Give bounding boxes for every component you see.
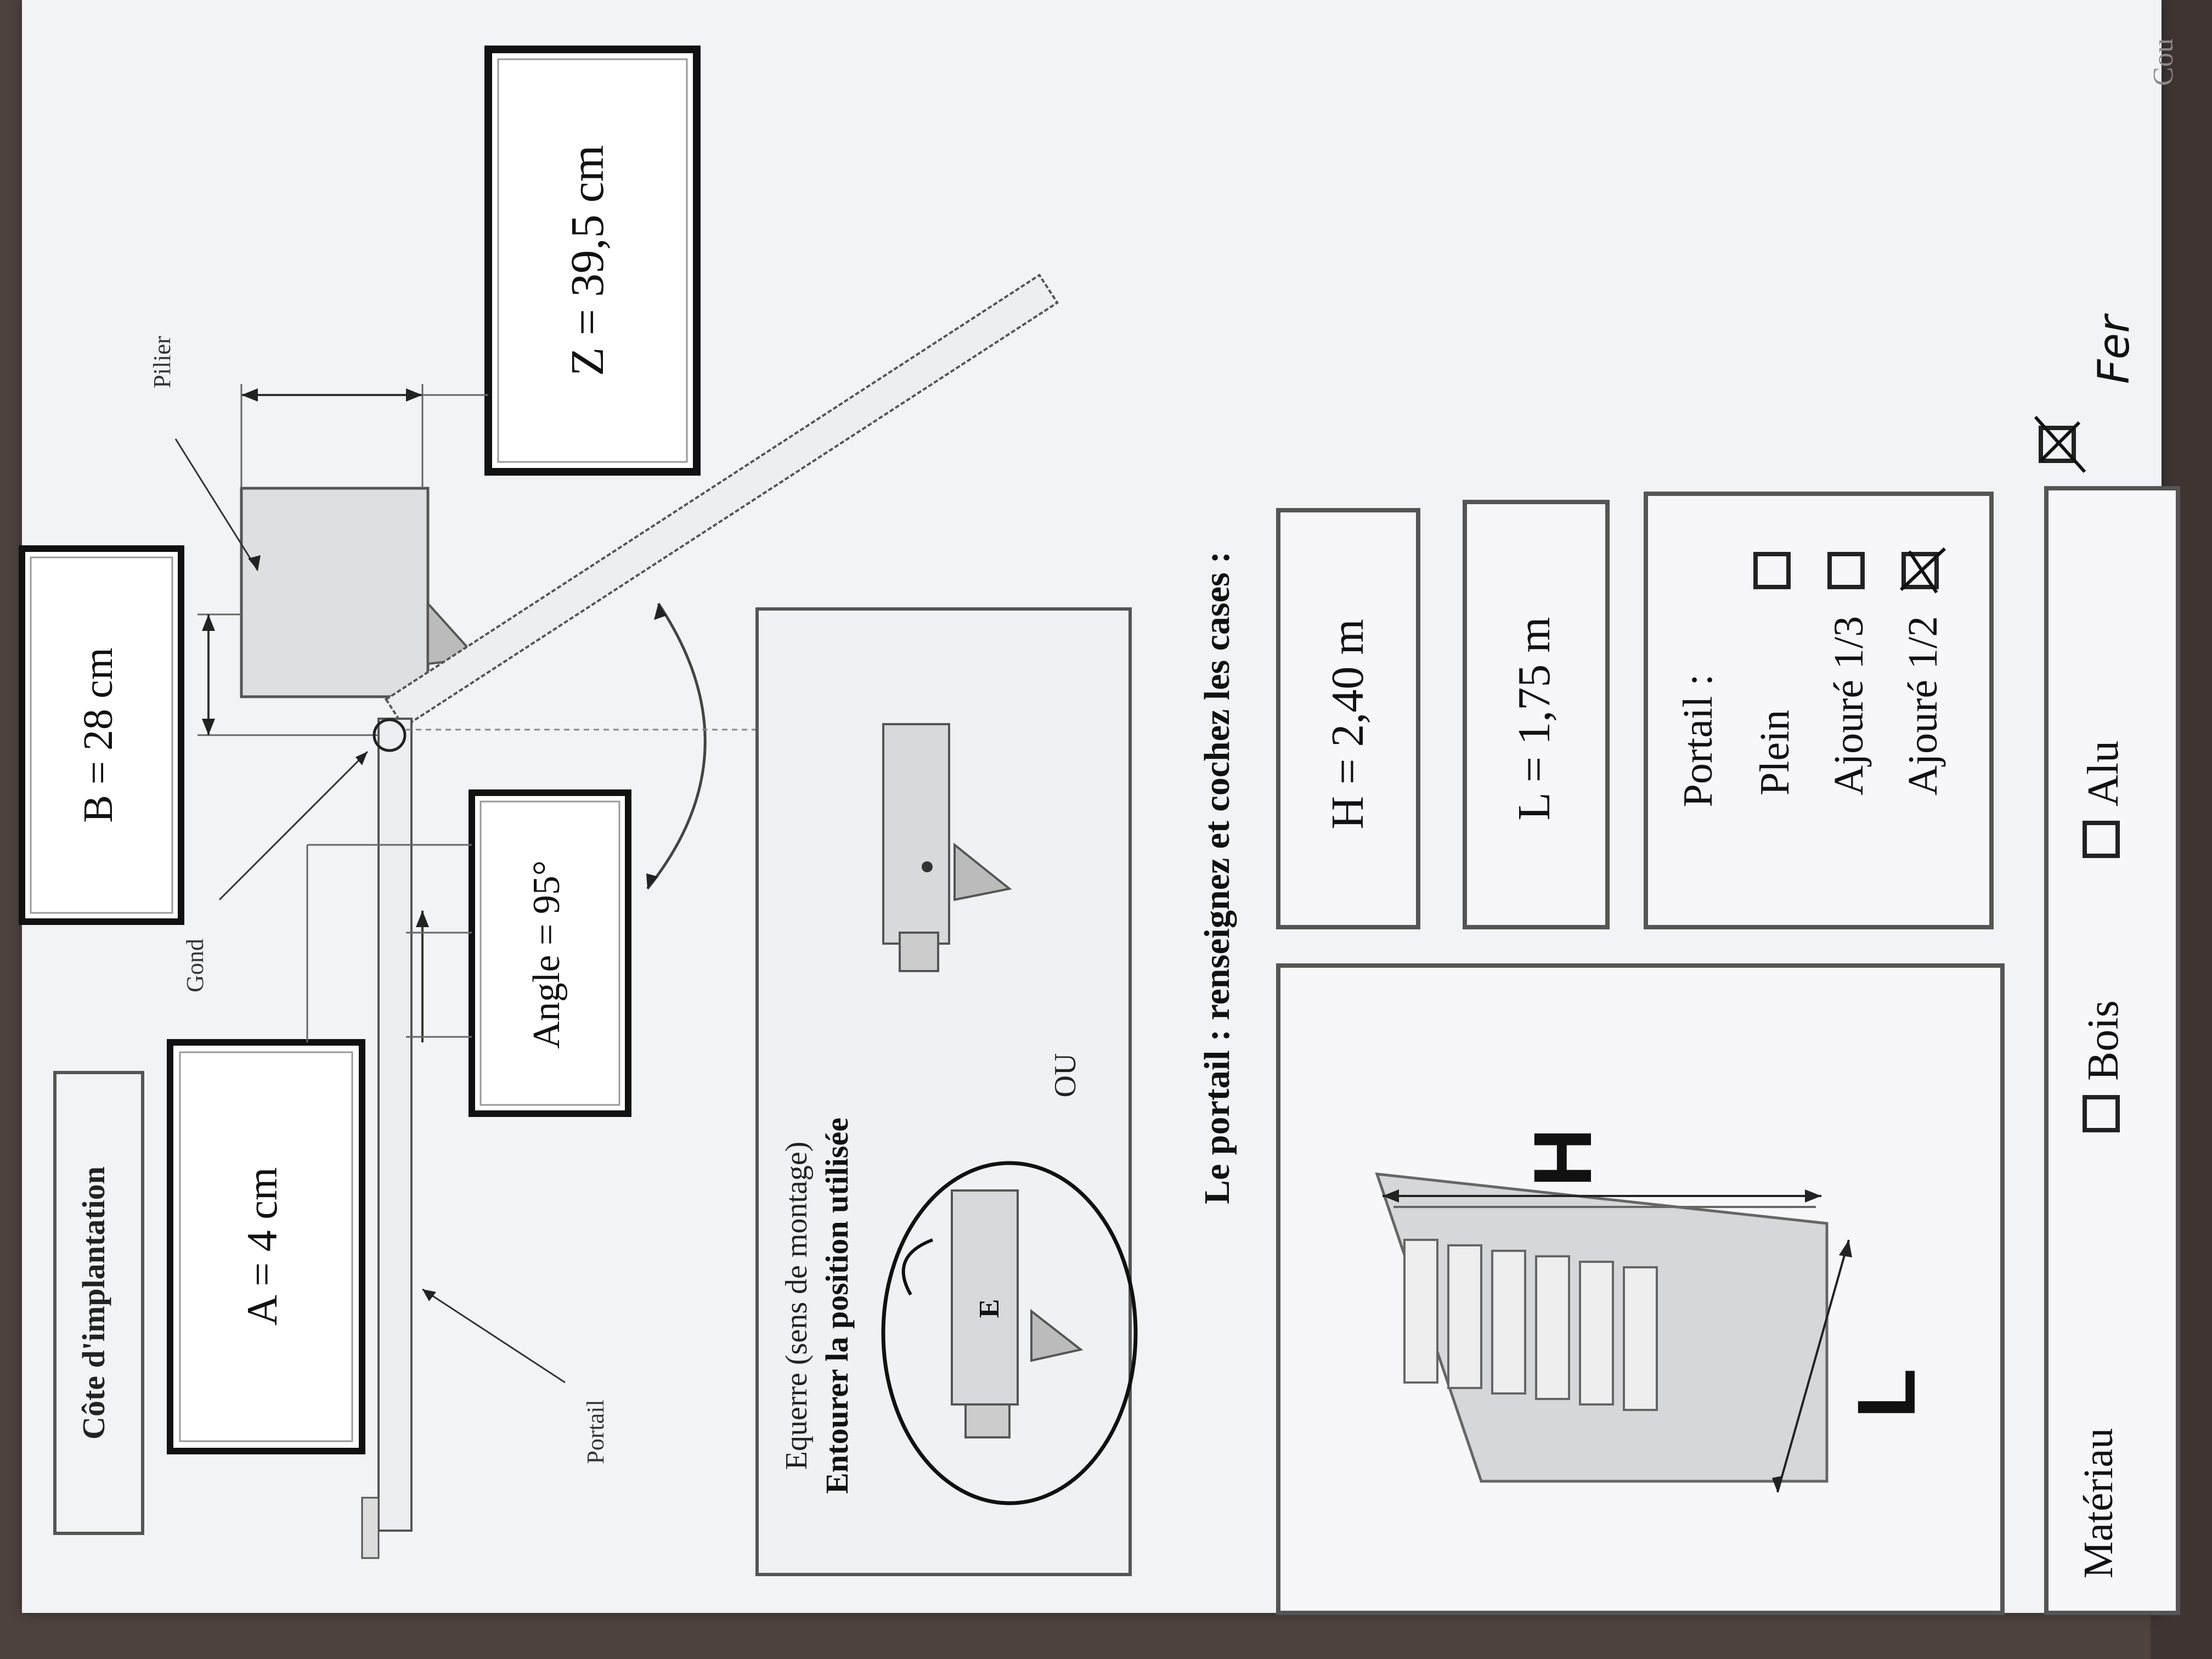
checkbox-alu[interactable] [2083, 821, 2120, 858]
gate-l-letter: L [1840, 1368, 1932, 1419]
equerre-option-alt[interactable] [882, 723, 1012, 972]
section-title-box [53, 1071, 144, 1535]
checkbox-bois[interactable] [2083, 1095, 2120, 1132]
materiau-option-fer: Fer [2090, 313, 2139, 384]
section-title: Côte d'implantation [76, 1166, 111, 1440]
checkbox-fer[interactable] [2039, 426, 2076, 463]
portail-option-plein: Plein [1752, 710, 1798, 795]
checkbox-plein[interactable] [1753, 552, 1791, 589]
gate-closed-bar [377, 718, 413, 1532]
portail-options-title: Portail : [1675, 674, 1721, 808]
gate-h-letter: H [1516, 1128, 1609, 1187]
equerre-or: OU [1048, 1053, 1082, 1098]
measure-z-box[interactable] [484, 46, 701, 476]
measure-b-box[interactable] [19, 545, 184, 925]
equerre-option-e[interactable]: E [881, 1161, 1138, 1505]
pillar-label: Pilier [149, 336, 176, 388]
checkbox-ajoure-1-3[interactable] [1827, 552, 1865, 589]
equerre-letter: E [974, 1299, 1005, 1318]
portail-options-box [1644, 492, 1994, 929]
materiau-title: Matériau [2075, 1428, 2121, 1578]
hand-drawn-circle [881, 1161, 1138, 1505]
equerre-instruction: Entourer la position utilisée [819, 1118, 855, 1494]
materiau-option-bois: Bois [2079, 1000, 2128, 1081]
l-value-box[interactable] [1463, 500, 1610, 929]
materiau-box [2044, 486, 2180, 1615]
measure-a: A = 4 cm [238, 1167, 286, 1326]
check-mark-fer [2034, 415, 2086, 473]
h-value-box[interactable] [1276, 508, 1420, 929]
measure-angle-box[interactable] [469, 789, 631, 1117]
pillar-shape [240, 487, 430, 698]
measure-z: Z = 39,5 cm [561, 145, 613, 376]
portail-label: Portail [582, 1400, 609, 1464]
angle-arc [646, 602, 707, 890]
measure-angle: Angle = 95° [526, 860, 568, 1049]
l-value: L = 1,75 m [1509, 617, 1560, 821]
checkbox-ajoure-1-2[interactable] [1901, 552, 1939, 589]
gate-drawing [1375, 1172, 1852, 1493]
equerre-title: Equerre (sens de montage) [780, 1142, 814, 1470]
materiau-option-alu: Alu [2079, 741, 2128, 806]
hinge-circle [373, 718, 407, 752]
portail-option-ajoure-1-2: Ajouré 1/2 [1900, 616, 1946, 795]
portail-heading: Le portail : renseignez et cochez les ca… [1197, 551, 1237, 1204]
portail-option-ajoure-1-3: Ajouré 1/3 [1826, 616, 1872, 795]
gate-open-bar [384, 273, 1059, 729]
measure-b: B = 28 cm [75, 647, 121, 822]
corner-text: Cou [2148, 38, 2179, 86]
check-mark-ajoure-1-2 [1899, 547, 1946, 594]
gond-label: Gond [182, 939, 208, 992]
measure-a-box[interactable] [167, 1039, 365, 1454]
h-value: H = 2,40 m [1322, 619, 1373, 829]
